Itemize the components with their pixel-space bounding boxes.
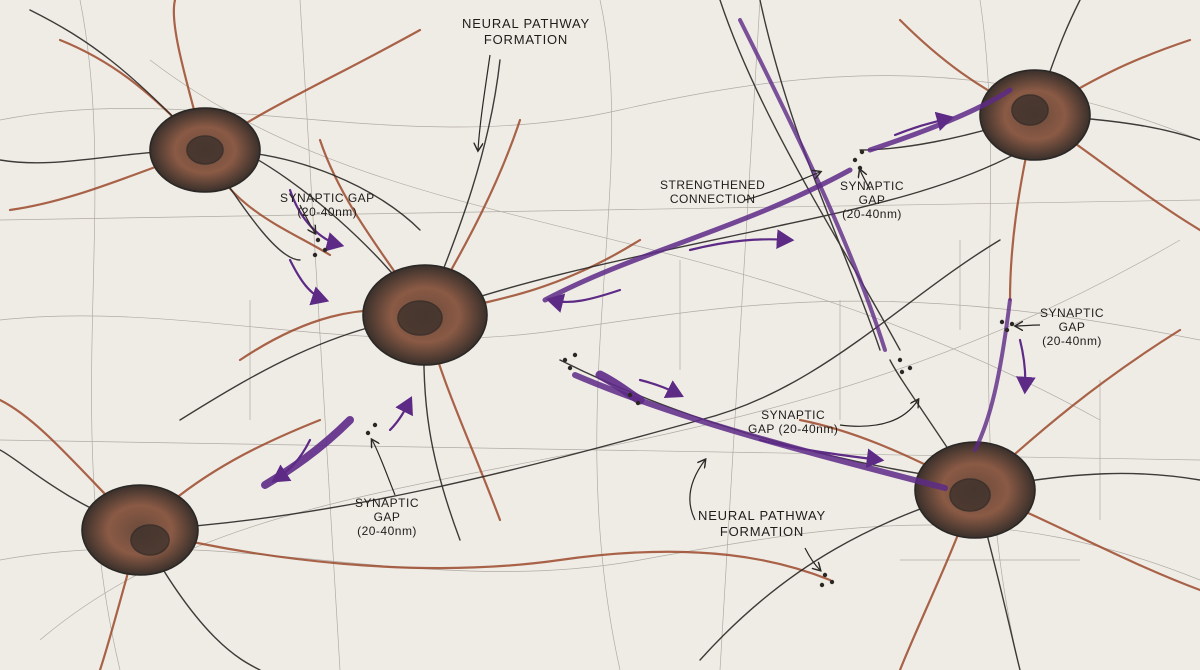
synaptic-gap-dots: [819, 572, 835, 588]
label-synaptic-gap-upper-right: SYNAPTIC GAP (20-40nm): [840, 179, 904, 221]
label-line: (20-40nm): [297, 205, 358, 219]
label-neural-pathway-bottom: NEURAL PATHWAY FORMATION: [698, 508, 826, 540]
label-synaptic-gap-far-right: SYNAPTIC GAP (20-40nm): [1040, 306, 1104, 348]
label-line: FORMATION: [719, 524, 805, 539]
label-line: GAP: [858, 193, 886, 207]
label-line: SYNAPTIC: [840, 179, 905, 193]
synaptic-gap-dots: [365, 422, 378, 436]
synaptic-gap-dots: [627, 392, 641, 406]
label-neural-pathway-top: NEURAL PATHWAY FORMATION: [462, 16, 590, 48]
label-line: CONNECTION: [669, 192, 756, 206]
label-line: STRENGTHENED: [660, 178, 766, 192]
label-line: GAP: [1058, 320, 1086, 334]
synaptic-gaps: [312, 149, 1015, 588]
label-line: NEURAL PATHWAY: [462, 16, 590, 31]
label-line: (20-40nm): [357, 524, 417, 538]
label-line: SYNAPTIC: [355, 496, 420, 510]
label-line: SYNAPTIC GAP: [280, 191, 375, 205]
label-line: NEURAL PATHWAY: [698, 508, 826, 523]
label-synaptic-gap-left: SYNAPTIC GAP (20-40nm): [280, 191, 375, 219]
label-line: GAP: [373, 510, 401, 524]
label-pointers: [299, 54, 1041, 570]
synaptic-gap-dots: [852, 149, 865, 171]
label-line: SYNAPTIC: [1040, 306, 1105, 320]
neuron-bodies: [81, 69, 1091, 576]
label-line: (20-40nm): [842, 207, 902, 221]
label-line: GAP (20-40nm): [748, 422, 839, 436]
label-strengthened-connection: STRENGTHENED CONNECTION: [660, 178, 765, 206]
label-line: (20-40nm): [1042, 334, 1102, 348]
synaptic-gap-dots: [312, 237, 328, 258]
label-synaptic-gap-center-right: SYNAPTIC GAP (20-40nm): [748, 408, 838, 436]
synaptic-gap-dots: [897, 357, 913, 375]
label-line: FORMATION: [483, 32, 569, 47]
signal-arrows: [271, 111, 1036, 483]
label-synaptic-gap-bottom-left: SYNAPTIC GAP (20-40nm): [355, 496, 419, 538]
synaptic-gap-dots: [999, 319, 1015, 333]
synaptic-gap-dots: [562, 352, 578, 371]
label-line: SYNAPTIC: [761, 408, 826, 422]
